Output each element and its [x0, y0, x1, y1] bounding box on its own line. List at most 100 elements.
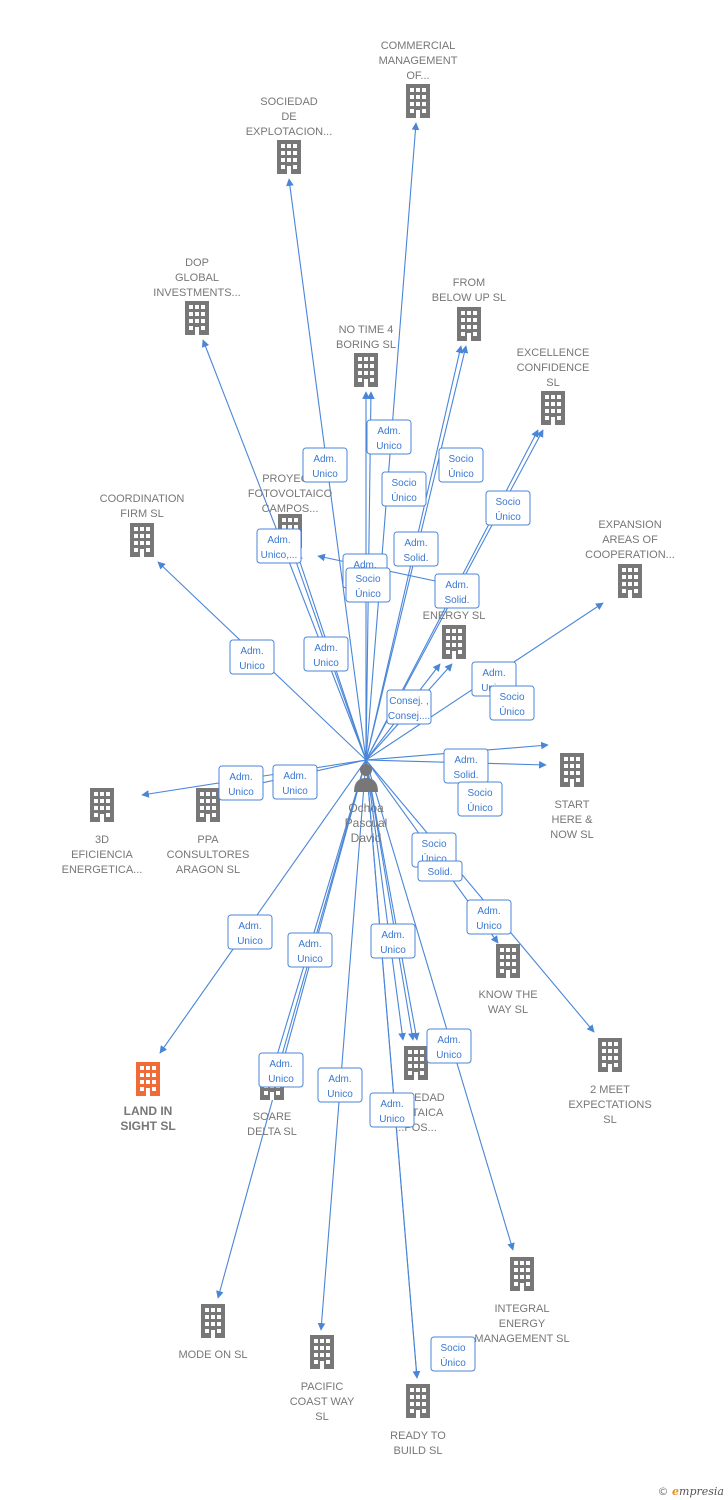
building-icon [560, 753, 584, 787]
role-badge[interactable]: Adm.Unico [227, 914, 273, 950]
edge-land-in-sight [159, 759, 367, 1054]
edge-soare [273, 759, 367, 1063]
role-badge[interactable]: Adm.Unico [426, 1028, 472, 1064]
badge-label: Adm.Unico [313, 643, 339, 669]
role-badge[interactable]: Adm.Solid. [393, 531, 439, 567]
role-badge[interactable]: Adm.Unico [303, 636, 349, 672]
building-icon [310, 1335, 334, 1369]
building-icon [201, 1304, 225, 1338]
role-badge[interactable]: Adm.Unico [302, 447, 348, 483]
role-badge[interactable]: Adm.Solid. [434, 573, 480, 609]
role-badge[interactable]: Solid. [417, 860, 463, 882]
company-node-mode-on[interactable]: MODE ON SL [178, 1304, 248, 1361]
role-badge[interactable]: Adm.Unico [258, 1052, 304, 1088]
building-icon [406, 84, 430, 118]
building-icon [277, 140, 301, 174]
badge-label: Consej. ,Consej.... [388, 696, 430, 722]
edge-pacific [317, 759, 367, 1331]
role-badge[interactable]: Adm.Solid. [443, 748, 489, 784]
building-icon [496, 944, 520, 978]
building-icon [90, 788, 114, 822]
badge-label: Adm.Unico,... [261, 535, 298, 561]
building-icon [618, 564, 642, 598]
edge-mode-on [216, 759, 367, 1299]
role-badge[interactable]: Adm.Unico [229, 639, 275, 675]
role-badge[interactable]: Adm.Unico [370, 923, 416, 959]
badge-label: Adm.Unico [282, 771, 308, 797]
badge-label: Adm.Solid. [444, 580, 469, 606]
role-badge[interactable]: Adm.Unico [218, 765, 264, 801]
role-badge[interactable]: Adm.Unico [317, 1067, 363, 1103]
building-icon [130, 523, 154, 557]
role-badge[interactable]: Adm.Unico [369, 1092, 415, 1128]
building-icon [457, 307, 481, 341]
footer-brand[interactable]: © empresia [658, 1485, 724, 1498]
edge-extra-9 [365, 759, 406, 1041]
edges [141, 122, 604, 1379]
role-badge[interactable]: Adm.Unico [366, 419, 412, 455]
building-icon [406, 1384, 430, 1418]
badge-label: Adm.Unico [312, 454, 338, 480]
role-badge[interactable]: Adm.Unico,... [256, 528, 302, 564]
building-icon [404, 1046, 428, 1080]
edge-two-meet [365, 759, 595, 1033]
role-badge[interactable]: Adm.Unico [466, 899, 512, 935]
role-badge[interactable]: Adm.Unico [287, 932, 333, 968]
role-badge[interactable]: Adm.Unico [272, 764, 318, 800]
badge-label: Adm.Unico [297, 939, 323, 965]
badge-label: Adm.Unico [436, 1035, 462, 1061]
badge-label: Adm.Solid. [403, 538, 428, 564]
person-icon-body [354, 778, 378, 792]
role-badge[interactable]: Consej. ,Consej.... [386, 689, 432, 725]
